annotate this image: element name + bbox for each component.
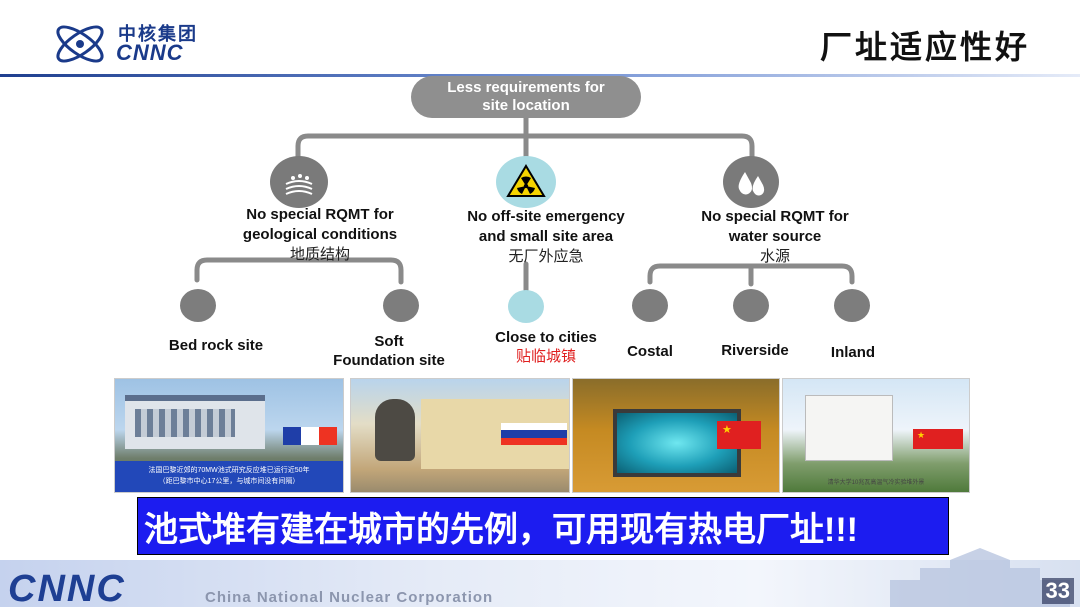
inland-label: Inland xyxy=(830,344,876,361)
close-to-cities-node xyxy=(508,290,544,323)
close-to-cities-text: Close to cities xyxy=(495,329,597,346)
photo-tsinghua-reactor: ★ 清华大学10兆瓦高温气冷实验堆外景 xyxy=(782,378,970,493)
statue-shape xyxy=(375,399,415,461)
close-to-cities-label: Close to cities 贴临城镇 xyxy=(460,328,632,366)
photo-paris-reactor: 法国巴黎近郊的70MW池式研究反应堆已运行近50年 （距巴黎市中心17公里，与城… xyxy=(114,378,344,493)
radiation-icon xyxy=(506,164,546,197)
root-node-line2: site location xyxy=(482,97,570,114)
soft-foundation-line2: Foundation site xyxy=(333,352,445,369)
photo-caption: 法国巴黎近郊的70MW池式研究反应堆已运行近50年 （距巴黎市中心17公里，与城… xyxy=(115,461,343,492)
root-node-line1: Less requirements for xyxy=(447,79,605,96)
china-flag: ★ xyxy=(717,421,761,449)
layers-icon xyxy=(285,174,313,195)
photo-russia-site xyxy=(350,378,570,493)
close-to-cities-cn: 贴临城镇 xyxy=(515,348,576,365)
photo-pool-reactor: ★ xyxy=(572,378,780,493)
reactor-pool-shape xyxy=(613,409,741,477)
window-grid xyxy=(135,409,235,437)
soft-foundation-line1: Soft xyxy=(374,333,404,350)
footer-brand: CNNC xyxy=(8,568,126,607)
branch-geology-line2: geological conditions xyxy=(242,226,398,243)
riverside-label: Riverside xyxy=(721,342,789,359)
slide-title: 厂址适应性好 xyxy=(819,28,1030,66)
root-node: Less requirements for site location xyxy=(411,76,641,118)
logo-chinese-text: 中核集团 xyxy=(118,24,198,44)
branch-water-line1: No special RQMT for xyxy=(701,208,849,225)
russia-flag xyxy=(501,423,567,445)
conclusion-banner: 池式堆有建在城市的先例，可用现有热电厂址!!! xyxy=(137,497,949,555)
emergency-node xyxy=(496,156,556,208)
geology-node xyxy=(270,156,328,208)
water-node xyxy=(723,156,779,208)
branch-geology-line1: No special RQMT for xyxy=(246,206,394,223)
branch-geology-label: No special RQMT for geological condition… xyxy=(200,205,440,265)
costal-node xyxy=(632,289,668,322)
branch-emergency-label: No off-site emergency and small site are… xyxy=(426,207,666,267)
photo-caption-line1: 法国巴黎近郊的70MW池式研究反应堆已运行近50年 xyxy=(148,467,310,474)
branch-emergency-cn: 无厂外应急 xyxy=(508,248,584,265)
photo-caption: 清华大学10兆瓦高温气冷实验堆外景 xyxy=(827,480,925,486)
inland-node xyxy=(834,289,870,322)
soft-foundation-label: Soft Foundation site xyxy=(318,332,460,370)
cnnc-logo-icon xyxy=(56,25,104,63)
water-drops-icon xyxy=(738,172,765,196)
branch-water-cn: 水源 xyxy=(759,248,790,265)
branch-water-line2: water source xyxy=(728,228,822,245)
footer-corporation: China National Nuclear Corporation xyxy=(205,589,494,606)
logo-english-text: CNNC xyxy=(116,40,184,65)
france-flag xyxy=(283,427,337,445)
photo-caption-line2: （距巴黎市中心17公里，与城市间没有间隔） xyxy=(158,478,300,485)
branch-geology-cn: 地质结构 xyxy=(289,246,350,263)
diagram-connectors xyxy=(194,115,855,293)
costal-label: Costal xyxy=(627,343,673,360)
building-shape xyxy=(805,395,893,461)
riverside-node xyxy=(733,289,769,322)
branch-water-label: No special RQMT for water source 水源 xyxy=(655,207,895,267)
china-flag: ★ xyxy=(913,429,963,449)
building-silhouette-icon xyxy=(890,548,1070,607)
header-divider xyxy=(0,74,1080,77)
soft-foundation-node xyxy=(383,289,419,322)
bedrock-node xyxy=(180,289,216,322)
branch-emergency-line2: and small site area xyxy=(478,228,614,245)
branch-emergency-line1: No off-site emergency xyxy=(467,208,625,225)
bedrock-label: Bed rock site xyxy=(168,337,264,354)
page-number: 33 xyxy=(1041,578,1074,604)
